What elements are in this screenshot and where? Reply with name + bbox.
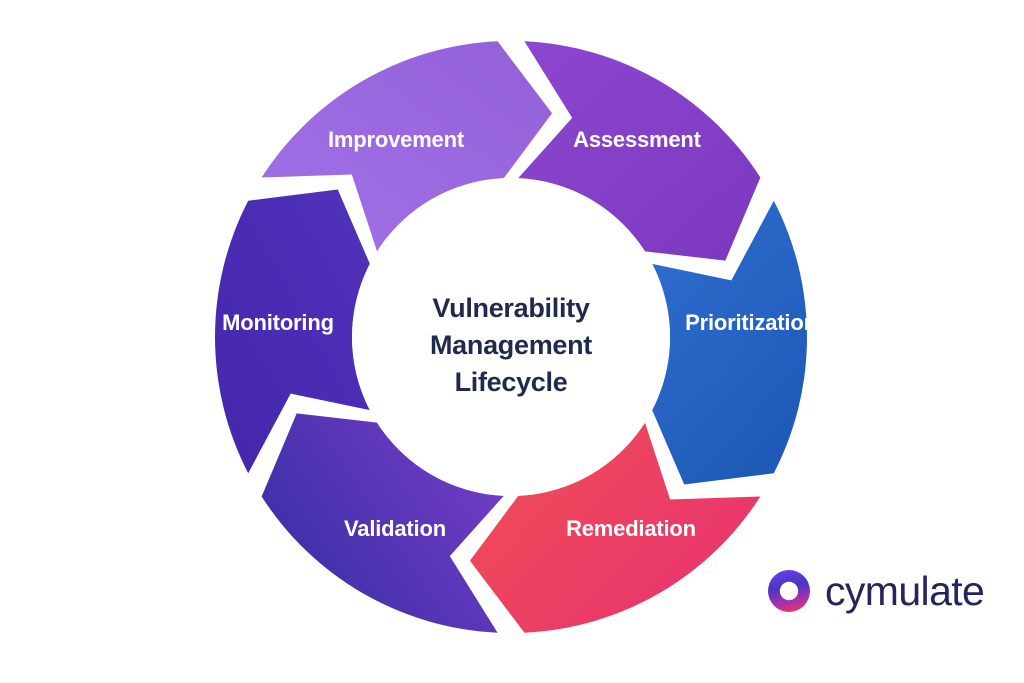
cycle-segment-prioritization[interactable] — [652, 200, 807, 485]
center-hub-circle — [352, 178, 670, 496]
cymulate-ring-icon — [766, 568, 812, 614]
cymulate-wordmark: cymulate — [825, 567, 985, 614]
cycle-segment-monitoring[interactable] — [215, 189, 370, 474]
cycle-segment-validation[interactable] — [261, 413, 504, 633]
cycle-segment-improvement[interactable] — [261, 41, 553, 252]
cycle-segment-remediation[interactable] — [469, 422, 761, 633]
cycle-segments-group — [215, 41, 807, 633]
cymulate-logo: cymulate — [766, 560, 985, 622]
cycle-segment-assessment[interactable] — [518, 41, 761, 261]
